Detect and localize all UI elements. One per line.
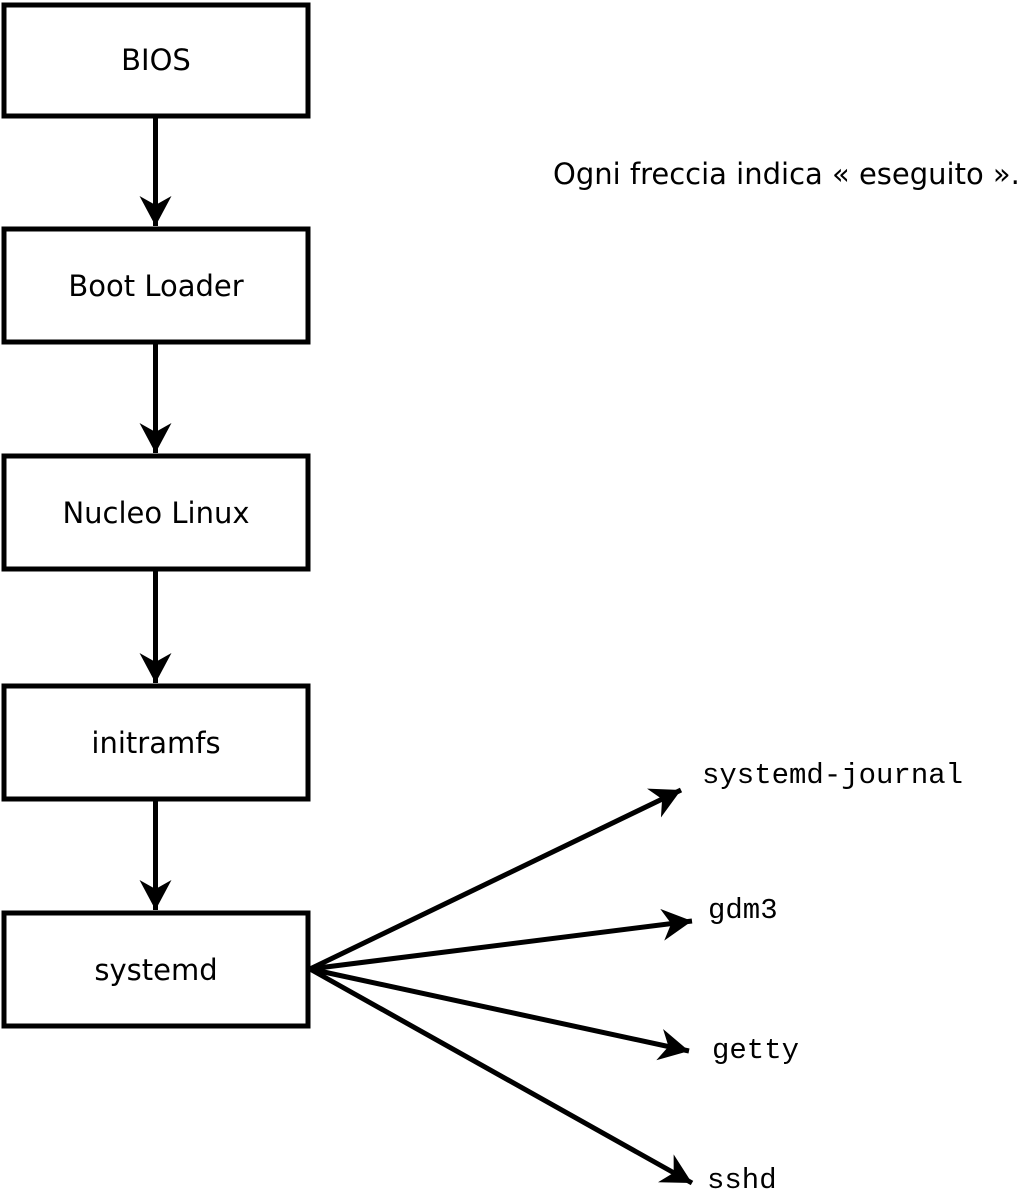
node-systemd-box bbox=[1, 910, 311, 1029]
node-bios-label: BIOS bbox=[121, 43, 191, 77]
service-sshd-label: sshd bbox=[707, 1164, 777, 1193]
arrow-systemd-to-journal bbox=[308, 787, 683, 972]
legend-caption: Ogni freccia indica « eseguito ». bbox=[553, 157, 1020, 191]
node-kernel-label: Nucleo Linux bbox=[62, 496, 249, 530]
service-systemd-journal-label: systemd-journal bbox=[702, 759, 963, 792]
arrow-systemd-to-gdm3 bbox=[309, 908, 693, 972]
node-initramfs-box bbox=[1, 683, 311, 802]
node-initramfs-label: initramfs bbox=[91, 726, 220, 760]
arrow-systemd-to-sshd bbox=[308, 966, 694, 1186]
node-bios-box bbox=[1, 2, 311, 119]
node-boot-loader-box bbox=[1, 226, 311, 345]
arrow-systemd-to-getty bbox=[309, 966, 690, 1061]
node-systemd: systemd bbox=[1, 910, 311, 1029]
node-initramfs: initramfs bbox=[1, 683, 311, 802]
node-kernel: Nucleo Linux bbox=[1, 453, 311, 572]
node-systemd-label: systemd bbox=[94, 953, 217, 987]
node-boot-loader: Boot Loader bbox=[1, 226, 311, 345]
node-boot-loader-label: Boot Loader bbox=[68, 269, 243, 303]
service-getty-label: getty bbox=[712, 1034, 799, 1067]
node-bios: BIOS bbox=[1, 2, 311, 119]
service-gdm3-label: gdm3 bbox=[708, 894, 778, 927]
